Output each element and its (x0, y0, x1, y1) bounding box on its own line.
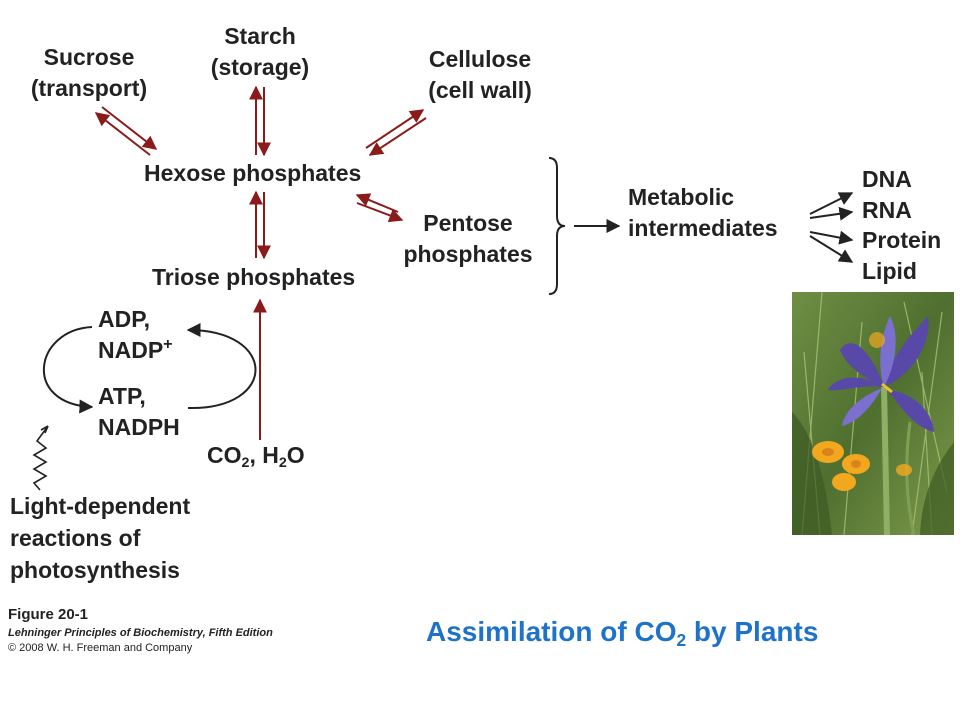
node-pentose-line1: Pentose (423, 210, 513, 236)
node-sucrose: Sucrose (transport) (18, 42, 160, 104)
node-light-line1: Light-dependent (10, 493, 191, 519)
node-cellulose-name: Cellulose (428, 46, 532, 72)
product-lipid: Lipid (862, 257, 917, 284)
arrow-hexose-to-cellulose (365, 109, 425, 149)
node-starch: Starch (storage) (198, 21, 322, 83)
node-nadp-charge: + (163, 335, 173, 354)
node-sucrose-name: Sucrose (43, 44, 135, 70)
node-metabolic-line2: intermediates (628, 215, 778, 241)
iris-flower-image (792, 292, 954, 535)
node-nadp-text: NADP (98, 337, 164, 363)
slide-title-prefix: Assimilation of CO (426, 616, 677, 647)
product-list: DNA RNA Protein Lipid (862, 164, 941, 286)
cycle-right-curve (186, 323, 257, 410)
node-hexose-phosphates: Hexose phosphates (144, 160, 362, 186)
node-adp-nadp: ADP, NADP+ (98, 304, 173, 366)
cycle-left-curve (42, 326, 94, 414)
arrow-to-lipid (809, 235, 854, 263)
arrow-to-dna (809, 192, 854, 215)
node-atp-line1: ATP, (98, 383, 146, 409)
arrow-pentose-to-hexose (355, 193, 399, 213)
node-co2-h2o: CO2, H2O (207, 440, 305, 471)
co2-sub-2: 2 (278, 454, 287, 471)
node-light-reactions: Light-dependent reactions of photosynthe… (10, 490, 190, 586)
iris-flower-photo (792, 292, 954, 535)
co2-sub-1: 2 (241, 454, 250, 471)
node-atp-nadph: ATP, NADPH (98, 381, 180, 443)
node-light-line2: reactions of (10, 525, 141, 551)
node-pentose-phosphates: Pentose phosphates (394, 208, 542, 270)
node-metabolic-line1: Metabolic (628, 184, 735, 210)
node-atp-line2: NADPH (98, 414, 180, 440)
node-adp-line2: NADP+ (98, 335, 173, 366)
co2-part-b: , H (249, 442, 279, 468)
product-dna: DNA (862, 166, 912, 192)
node-cellulose: Cellulose (cell wall) (414, 44, 546, 106)
node-triose-phosphates: Triose phosphates (152, 264, 356, 290)
node-metabolic-intermediates: Metabolic intermediates (628, 182, 778, 244)
node-starch-name: Starch (224, 23, 296, 49)
slide-title-subscript: 2 (676, 629, 687, 650)
product-protein: Protein (862, 227, 942, 253)
co2-part-a: CO (207, 442, 242, 468)
node-sucrose-note: (transport) (30, 75, 148, 101)
figure-number: Figure 20-1 (8, 606, 89, 623)
arrow-to-protein (809, 230, 854, 245)
figure-book-credit: Lehninger Principles of Biochemistry, Fi… (8, 627, 273, 639)
figure-copyright: © 2008 W. H. Freeman and Company (8, 642, 193, 654)
co2-part-c: O (286, 442, 305, 468)
slide-title-suffix: by Plants (686, 616, 819, 647)
node-cellulose-note: (cell wall) (428, 77, 532, 103)
brace (548, 157, 566, 295)
arrow-to-rna (809, 206, 854, 221)
arrow-hexose-to-sucrose (94, 112, 151, 156)
product-rna: RNA (862, 196, 912, 223)
light-squiggle (32, 425, 49, 491)
arrow-cellulose-to-hexose (368, 117, 427, 156)
node-starch-note: (storage) (210, 54, 310, 80)
arrow-sucrose-to-hexose (101, 106, 158, 150)
node-pentose-line2: phosphates (403, 241, 533, 267)
node-light-line3: photosynthesis (10, 557, 180, 583)
slide-title: Assimilation of CO2 by Plants (426, 616, 819, 650)
node-adp-line1: ADP, (98, 306, 150, 332)
